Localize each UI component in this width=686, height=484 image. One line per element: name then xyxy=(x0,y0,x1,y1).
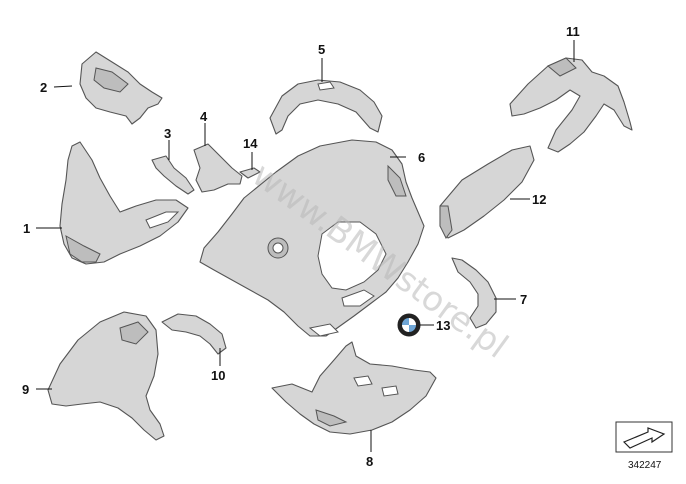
part-1-fairing-side[interactable] xyxy=(59,141,189,265)
callout-6: 6 xyxy=(418,150,425,165)
part-6-side-panel[interactable] xyxy=(199,139,425,337)
reference-number: 342247 xyxy=(628,460,662,471)
callout-7: 7 xyxy=(520,292,527,307)
callout-5: 5 xyxy=(318,42,325,57)
part-7-trim[interactable] xyxy=(451,257,497,329)
part-10-rear-guard[interactable] xyxy=(161,313,227,355)
callout-11: 11 xyxy=(566,24,580,39)
part-9-mudguard[interactable] xyxy=(47,311,165,441)
direction-arrow-icon xyxy=(622,427,666,449)
leader-2 xyxy=(53,85,73,88)
part-12-side-trim[interactable] xyxy=(439,145,535,239)
part-5-upper-shell[interactable] xyxy=(269,79,383,135)
callout-9: 9 xyxy=(22,382,29,397)
part-3-bracket[interactable] xyxy=(151,155,195,195)
callout-14: 14 xyxy=(243,136,258,151)
part-11-tail-bracket[interactable] xyxy=(509,57,633,153)
callout-3: 3 xyxy=(164,126,171,141)
part-8-belly-pan[interactable] xyxy=(271,341,437,435)
callout-labels: 1 2 3 4 5 6 7 8 9 10 11 12 13 14 xyxy=(22,24,580,469)
callout-2: 2 xyxy=(40,80,47,95)
callout-4: 4 xyxy=(200,109,208,124)
leader-lines xyxy=(36,40,575,452)
callout-1: 1 xyxy=(23,221,30,236)
part-4-bracket[interactable] xyxy=(193,143,243,193)
part-14-trim[interactable] xyxy=(239,167,261,179)
callout-12: 12 xyxy=(532,192,546,207)
reference-box: 342247 xyxy=(615,421,673,471)
callout-13: 13 xyxy=(436,318,450,333)
callout-8: 8 xyxy=(366,454,373,469)
part-2-cover[interactable] xyxy=(79,51,163,125)
callout-10: 10 xyxy=(211,368,225,383)
bmw-roundel-icon xyxy=(397,313,421,337)
